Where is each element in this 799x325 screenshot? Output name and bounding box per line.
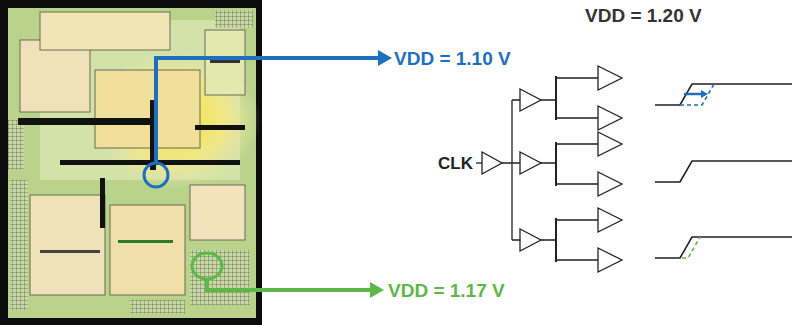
local-voltage: VDD = 1.10 V xyxy=(394,49,511,68)
clock-signal: CLK xyxy=(438,155,473,172)
waveforms xyxy=(655,84,792,258)
callout-blue xyxy=(144,50,392,187)
local-voltage: VDD = 1.17 V xyxy=(388,281,505,300)
callout-green xyxy=(192,253,384,298)
supply-voltage: VDD = 1.20 V xyxy=(585,6,702,25)
clock-tree xyxy=(476,66,622,272)
chip-die xyxy=(0,0,262,325)
